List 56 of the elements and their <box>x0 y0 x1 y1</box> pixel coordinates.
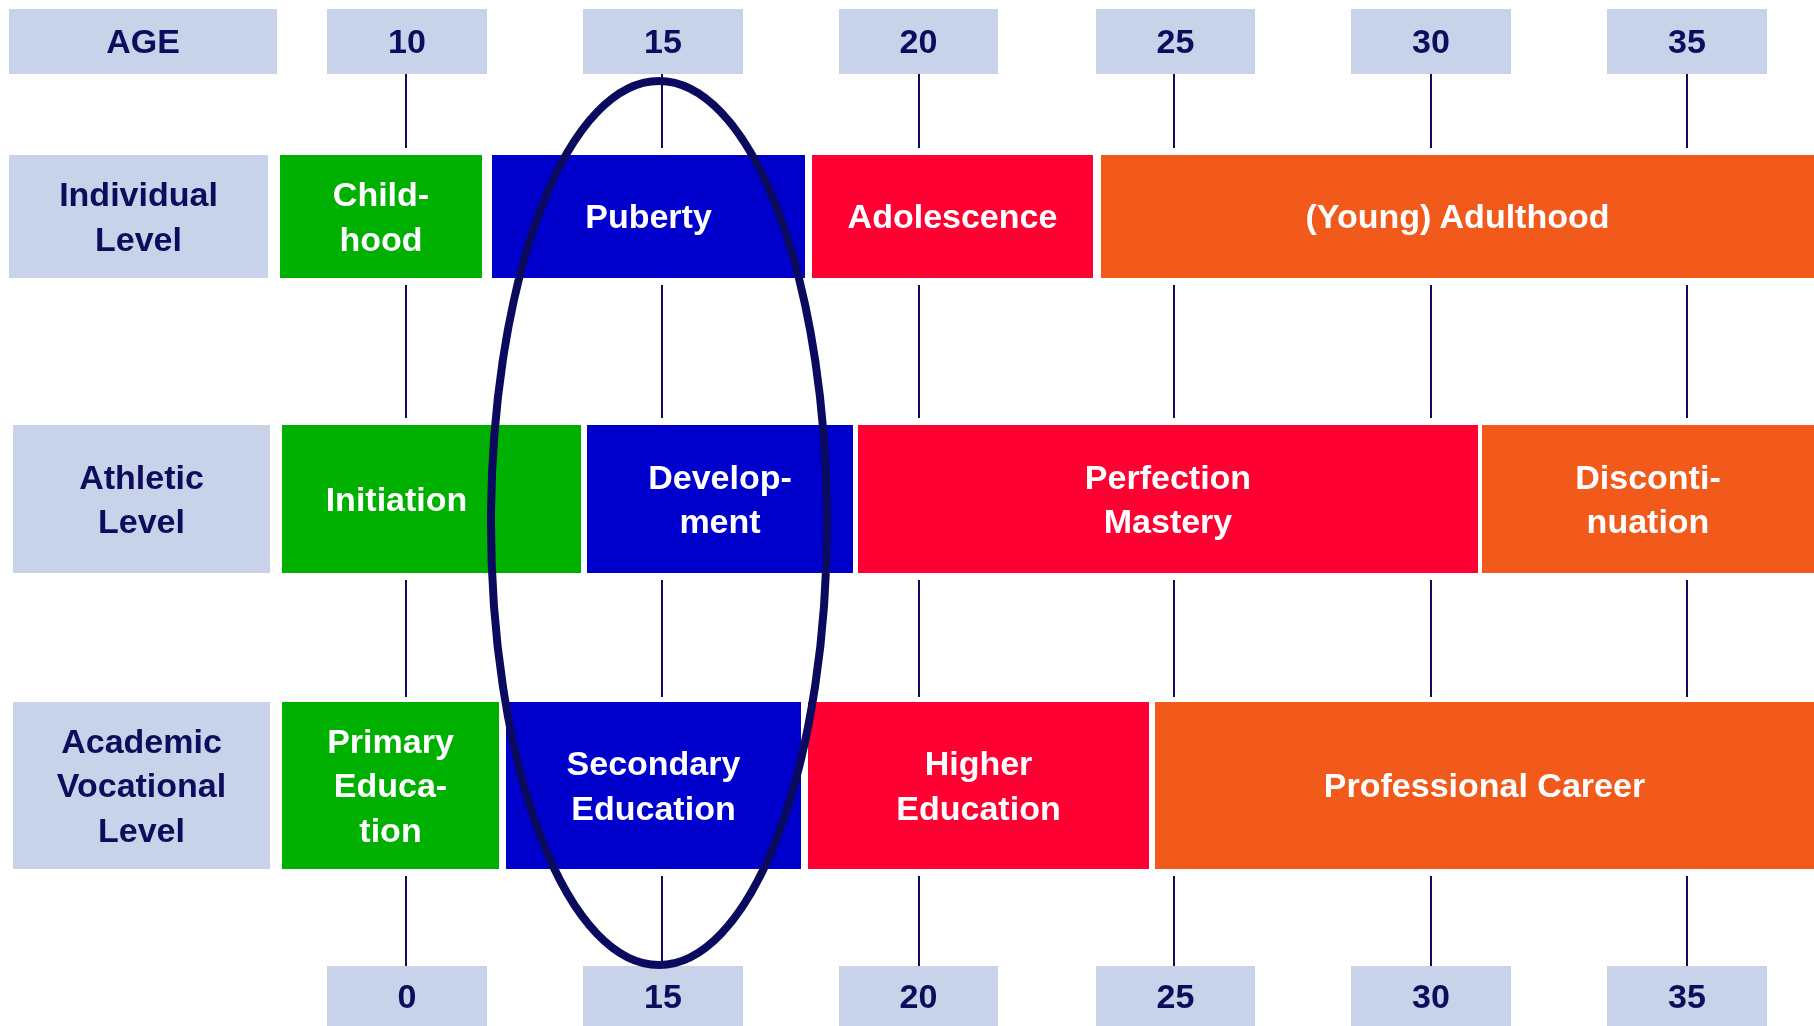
age-box <box>327 9 487 74</box>
age-box <box>839 966 998 1026</box>
age-box <box>1096 9 1255 74</box>
age-label: 25 <box>1156 975 1195 1017</box>
level-label: Athletic Level <box>78 456 205 542</box>
phase-label: Adolescence <box>847 196 1058 238</box>
age-label: AGE <box>106 21 180 63</box>
phase-bar <box>492 155 805 278</box>
age-label: 15 <box>644 21 682 63</box>
age-label: 15 <box>644 975 682 1017</box>
phase-label: Child- hood <box>331 174 431 260</box>
phase-bar <box>808 702 1149 869</box>
age-label: 10 <box>388 21 426 63</box>
phase-bar <box>1101 155 1814 278</box>
age-box <box>1607 9 1767 74</box>
phase-bar <box>1155 702 1814 869</box>
age-label: 30 <box>1412 21 1450 63</box>
level-label: Individual Level <box>58 174 219 260</box>
phase-label: Primary Educa- tion <box>326 721 455 851</box>
level-header <box>9 155 268 278</box>
phase-label: Develop- ment <box>647 456 793 542</box>
age-box <box>583 9 743 74</box>
age-label: 20 <box>899 21 938 63</box>
phase-bar <box>506 702 801 869</box>
level-header <box>13 425 270 573</box>
phase-bar <box>812 155 1093 278</box>
age-label: 20 <box>899 975 938 1017</box>
phase-bar <box>858 425 1478 573</box>
phase-bar <box>587 425 853 573</box>
age-label: 35 <box>1668 975 1706 1017</box>
level-label: Academic Vocational Level <box>55 721 228 851</box>
age-box <box>9 9 277 74</box>
phase-label: (Young) Adulthood <box>1305 196 1610 238</box>
age-box <box>583 966 743 1026</box>
age-label: 35 <box>1668 21 1706 63</box>
age-box <box>1096 966 1255 1026</box>
phase-label: Puberty <box>585 196 712 238</box>
phase-label: Secondary Education <box>565 743 742 829</box>
phase-bar <box>282 702 499 869</box>
phase-bar <box>282 425 581 573</box>
phase-bar <box>1482 425 1814 573</box>
phase-label: Higher Education <box>895 743 1062 829</box>
age-box <box>1351 966 1511 1026</box>
level-header <box>13 702 270 869</box>
age-label: 30 <box>1412 975 1450 1017</box>
phase-label: Professional Career <box>1323 765 1646 807</box>
phase-label: Perfection Mastery <box>1083 456 1253 542</box>
age-box <box>327 966 487 1026</box>
age-label: 25 <box>1156 21 1195 63</box>
phase-label: Disconti- nuation <box>1574 456 1722 542</box>
age-label: 0 <box>397 975 417 1017</box>
phase-label: Initiation <box>325 478 468 520</box>
age-box <box>839 9 998 74</box>
phase-bar <box>280 155 482 278</box>
age-box <box>1607 966 1767 1026</box>
age-box <box>1351 9 1511 74</box>
